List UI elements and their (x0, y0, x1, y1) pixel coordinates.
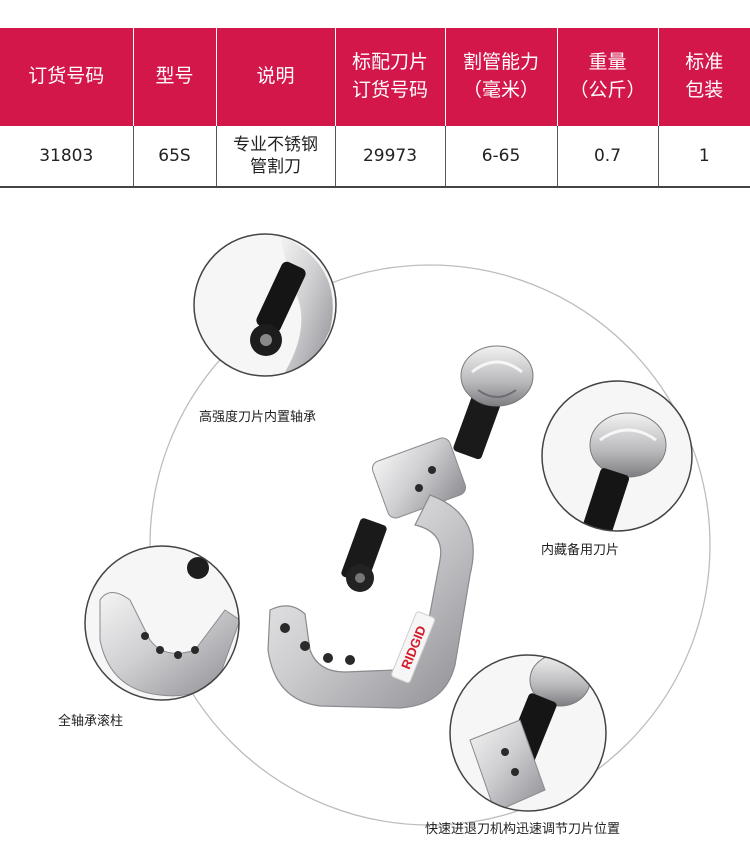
header-model: 型号 (132, 28, 216, 126)
spec-table: 订货号码 型号 说明 标配刀片 订货号码 割管能力 （毫米） 重量 （公斤） 标… (0, 28, 750, 188)
label-quick-feed: 快速进退刀机构迅速调节刀片位置 (425, 822, 621, 837)
pipe-cutter-image: RIDGID (267, 345, 534, 709)
cell-cutting-capacity: 6-65 (444, 126, 557, 188)
cell-order-number: 31803 (0, 126, 133, 188)
cell-description: 专业不锈钢 管割刀 (215, 126, 335, 188)
header-weight: 重量 （公斤） (556, 28, 658, 126)
detail-circle-rollers (84, 545, 240, 701)
label-rollers: 全轴承滚柱 (58, 714, 124, 729)
header-order-number: 订货号码 (0, 28, 133, 126)
header-cutting-capacity: 割管能力 （毫米） (444, 28, 557, 126)
cell-standard-pack: 1 (657, 126, 750, 188)
cell-model: 65S (132, 126, 216, 188)
header-standard-pack: 标准 包装 (657, 28, 750, 126)
label-spare-blade: 内藏备用刀片 (541, 543, 620, 558)
detail-circle-quick-feed (449, 654, 607, 812)
header-description: 说明 (215, 28, 335, 126)
cell-blade-order-number: 29973 (334, 126, 445, 188)
cell-weight: 0.7 (556, 126, 658, 188)
detail-circle-bearing (193, 233, 337, 377)
product-outline-circle (149, 264, 711, 826)
spec-header-row: 订货号码 型号 说明 标配刀片 订货号码 割管能力 （毫米） 重量 （公斤） 标… (0, 28, 750, 126)
table-row: 31803 65S 专业不锈钢 管割刀 29973 6-65 0.7 1 (0, 126, 750, 188)
label-bearing: 高强度刀片内置轴承 (199, 410, 317, 425)
header-blade-order-number: 标配刀片 订货号码 (334, 28, 445, 126)
detail-circle-spare-blade (541, 380, 693, 532)
